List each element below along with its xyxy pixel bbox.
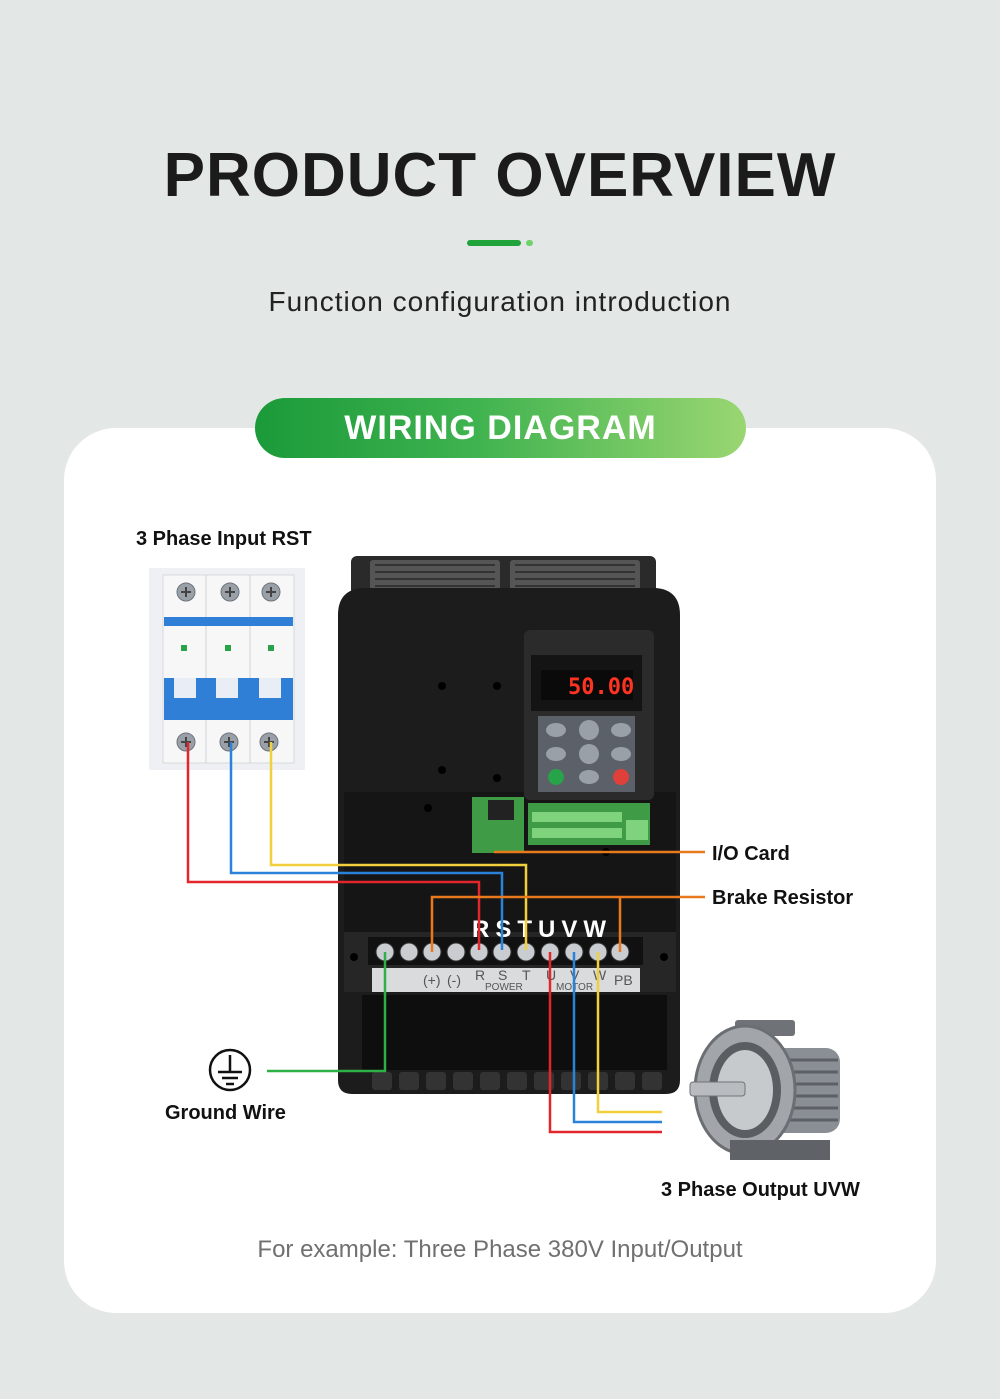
page-title: PRODUCT OVERVIEW (163, 141, 837, 210)
wires (186, 742, 705, 1134)
control-keypad: 50.00 (524, 630, 654, 800)
wire-s (229, 742, 504, 950)
svg-text:PB: PB (614, 972, 633, 988)
title-accent-dot (526, 240, 533, 246)
wire-w (596, 952, 662, 1114)
svg-text:(+): (+) (423, 972, 441, 988)
svg-text:(-): (-) (447, 972, 461, 988)
svg-text:T: T (522, 967, 531, 983)
io-card (472, 797, 650, 853)
title-accent-bar (467, 240, 521, 246)
display-readout: 50.00 (568, 675, 634, 700)
brake-resistor-label: Brake Resistor (712, 887, 853, 909)
svg-text:S: S (498, 967, 507, 983)
svg-text:W: W (593, 967, 607, 983)
wire-t (269, 742, 528, 950)
wire-r (186, 742, 481, 950)
example-note: For example: Three Phase 380V Input/Outp… (257, 1236, 743, 1263)
ground-icon (208, 1048, 252, 1092)
brake-callout-line (430, 895, 705, 952)
page-subtitle: Function configuration introduction (268, 286, 732, 317)
input-label: 3 Phase Input RST (136, 528, 312, 550)
svg-text:POWER: POWER (485, 982, 523, 993)
wire-v (572, 952, 662, 1124)
terminal-letters: RSTUVW (472, 916, 612, 943)
section-badge: WIRING DIAGRAM (255, 398, 746, 458)
wire-ground (267, 952, 387, 1073)
io-card-label: I/O Card (712, 843, 790, 865)
svg-text:R: R (475, 967, 485, 983)
circuit-breaker (149, 568, 305, 770)
motor-icon (689, 1020, 840, 1160)
ground-wire-label: Ground Wire (165, 1102, 286, 1124)
wire-u (548, 952, 662, 1134)
output-label: 3 Phase Output UVW (661, 1179, 860, 1201)
